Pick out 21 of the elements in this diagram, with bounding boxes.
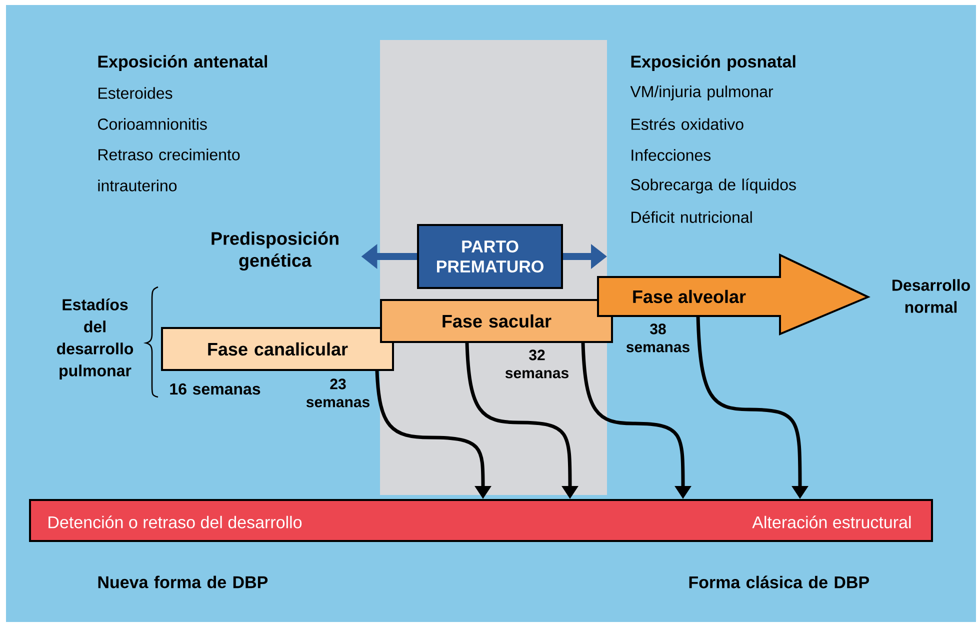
stage-box: Fase canalicular	[161, 327, 394, 371]
label-text: Estrés oxidativo	[632, 118, 744, 130]
stage-box: PARTO PREMATURO	[417, 224, 563, 289]
label-text: Retraso crecimiento intrauterino	[98, 148, 240, 192]
label-text: 32 semanas	[505, 350, 568, 378]
label-text: Infecciones	[632, 149, 711, 161]
factor-text: Predisposición genética	[212, 231, 338, 270]
heading: Nueva forma de DBP	[98, 576, 268, 588]
stage-box: Fase sacular	[380, 299, 613, 343]
outcome-bar: Detención o retraso del desarrollo Alteración estructural	[29, 499, 933, 542]
label-text: Estadíos del desarrollo pulmonar	[56, 298, 134, 380]
label-text: Corioamnionitis	[98, 118, 207, 130]
heading: Forma clásica de DBP	[689, 576, 869, 588]
label-text: 23 semanas	[306, 378, 370, 408]
label-text: Déficit nutricional	[632, 211, 752, 223]
label-text: Sobrecarga de líquidos	[630, 178, 796, 194]
label-text: Esteroides	[98, 87, 172, 99]
heading: Exposición posnatal	[631, 55, 796, 71]
label-text: Desarrollo normal	[892, 279, 970, 313]
label-text: VM/injuria pulmonar	[630, 86, 774, 100]
heading: Exposición antenatal	[98, 55, 267, 71]
